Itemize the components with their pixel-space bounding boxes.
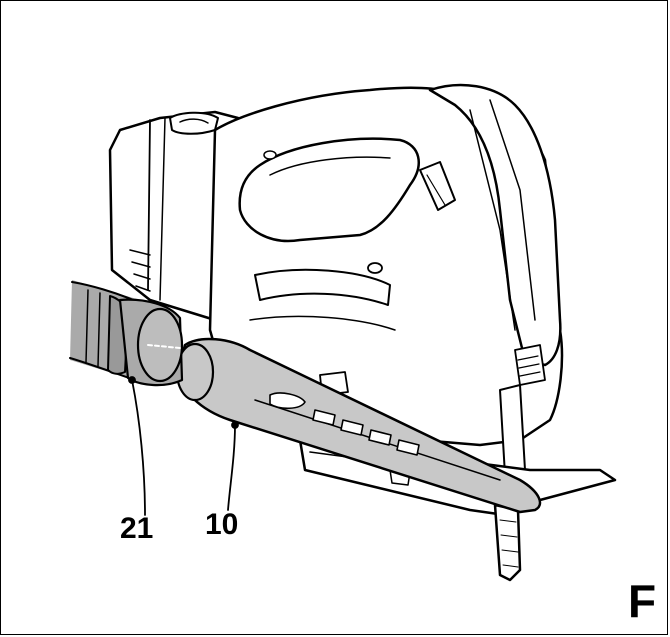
battery-pack [108, 110, 240, 322]
callout-10: 10 [205, 508, 239, 541]
vacuum-hose [69, 280, 184, 387]
figure-letter: F [628, 575, 657, 627]
saw-blade [493, 503, 522, 582]
saw-housing [208, 83, 564, 476]
leader-lines [128, 376, 239, 516]
callout-21: 21 [120, 512, 154, 545]
dust-adapter [175, 337, 542, 514]
